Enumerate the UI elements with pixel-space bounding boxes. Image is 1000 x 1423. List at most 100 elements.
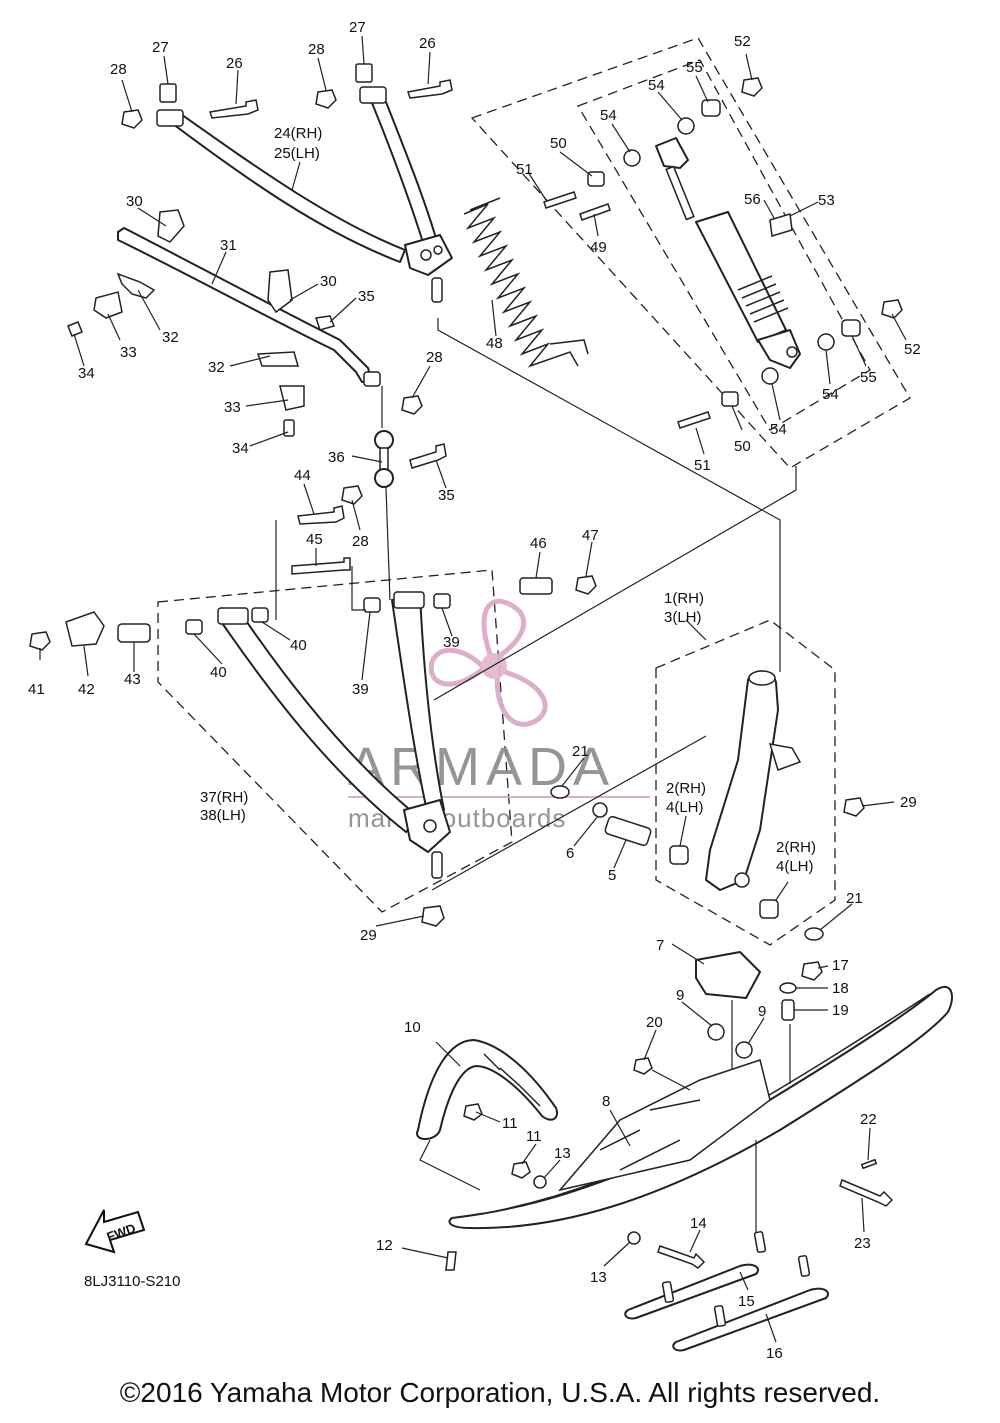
bolt-12 — [445, 1251, 457, 1271]
bolt-51-a — [543, 191, 577, 209]
holder-32-a — [116, 272, 156, 299]
callout-33: 33 — [224, 399, 241, 416]
callout-28: 28 — [110, 61, 127, 78]
callout-16: 16 — [766, 1345, 783, 1362]
callout-30: 30 — [320, 273, 337, 290]
spindle-body — [705, 670, 779, 891]
holder-32-b — [256, 351, 299, 367]
callout-13: 13 — [590, 1269, 607, 1286]
callout-15: 15 — [738, 1293, 755, 1310]
clip-30-b — [267, 269, 293, 314]
stopper-7 — [695, 951, 761, 999]
link-rod-upper-end — [374, 430, 394, 450]
washer-21-a — [550, 785, 570, 799]
callout-50: 50 — [734, 438, 751, 455]
upper-a-arm — [156, 86, 453, 303]
upper-arm-rear-bushing — [359, 86, 387, 104]
nut-20 — [633, 1057, 653, 1075]
nut-28-d — [341, 485, 363, 505]
callout-50: 50 — [550, 135, 567, 152]
callout-56: 56 — [744, 191, 761, 208]
shock-rod — [665, 165, 695, 221]
callout-31: 31 — [220, 237, 237, 254]
clip-30-a — [157, 209, 185, 243]
bracket-33-b — [279, 385, 305, 411]
copyright-notice: ©2016 Yamaha Motor Corporation, U.S.A. A… — [119, 1377, 881, 1408]
callout-55: 55 — [860, 369, 877, 386]
coil-spring — [463, 197, 589, 368]
bushing-54-c — [817, 333, 835, 351]
callout-27: 27 — [349, 19, 366, 36]
shock-adjuster-rings — [737, 275, 789, 323]
callout-33: 33 — [120, 344, 137, 361]
callout-34: 34 — [232, 440, 249, 457]
shock-upper-eye — [655, 137, 689, 169]
callout-35: 35 — [438, 487, 455, 504]
callout-11: 11 — [502, 1115, 518, 1132]
callout-49: 49 — [590, 239, 607, 256]
bolt-34-a — [67, 321, 83, 337]
bushing-39-b — [433, 593, 451, 609]
bushing-54-b — [677, 117, 695, 135]
ski-saddle — [557, 1059, 771, 1192]
shock-body — [695, 211, 787, 343]
callout-46: 46 — [530, 535, 547, 552]
callout-14: 14 — [690, 1215, 707, 1232]
callout-45: 45 — [306, 531, 323, 548]
upper-arm-hardware — [121, 63, 453, 129]
shock-absorber — [655, 137, 801, 369]
callout-39: 39 — [443, 634, 460, 651]
shock-group-outline — [470, 37, 911, 469]
bushing-2-a — [669, 845, 689, 865]
shock-absorber-group-frame — [470, 37, 911, 469]
bolt-14 — [657, 1245, 706, 1269]
bushing-54-a — [623, 149, 641, 167]
callout-47: 47 — [582, 527, 599, 544]
callout-55: 55 — [686, 59, 703, 76]
callout-10: 10 — [404, 1019, 421, 1036]
callout-51: 51 — [694, 457, 711, 474]
callout-5: 5 — [608, 867, 616, 884]
callout-34: 34 — [78, 365, 95, 382]
pin-49 — [579, 203, 611, 221]
propeller-logo — [428, 598, 548, 727]
callout-41: 41 — [28, 681, 45, 698]
ski-handle — [416, 1039, 706, 1271]
callout-36: 36 — [328, 449, 345, 466]
callout-28: 28 — [352, 533, 369, 550]
stabilizer-bar-rod — [117, 227, 373, 383]
callout-12: 12 — [376, 1237, 393, 1254]
ski-runners — [624, 1231, 829, 1352]
callout-40: 40 — [290, 637, 307, 654]
callout-9: 9 — [676, 987, 684, 1004]
callout-19: 19 — [832, 1002, 849, 1019]
callout-labels: 28 27 26 28 27 26 24(RH) 25(LH) 30 31 30… — [28, 19, 921, 1362]
callout-39: 39 — [352, 681, 369, 698]
bracket-42 — [65, 611, 105, 647]
ski — [448, 951, 953, 1230]
bushing-2-b — [759, 899, 779, 919]
bushing-54-d — [761, 367, 779, 385]
callout-9: 9 — [758, 1003, 766, 1020]
handle-loop — [416, 1039, 558, 1140]
collar-46 — [519, 577, 553, 595]
nut-28-c — [401, 395, 423, 415]
bolt-51-b — [677, 411, 711, 429]
damper-9-b — [735, 1041, 753, 1059]
spindle-arm — [768, 743, 802, 771]
callout-40: 40 — [210, 664, 227, 681]
lower-arm-front-bushing — [217, 607, 249, 625]
washer-18 — [779, 982, 797, 994]
wear-bar-16 — [672, 1287, 829, 1352]
upper-ball-stud — [431, 277, 443, 303]
callout-13: 13 — [554, 1145, 571, 1162]
callout-52: 52 — [734, 33, 751, 50]
nut-52-b — [881, 299, 903, 319]
bolt-23 — [839, 1178, 894, 1207]
bolt-44 — [297, 505, 345, 525]
callout-52: 52 — [904, 341, 921, 358]
callout-23: 23 — [854, 1235, 871, 1252]
spindle — [550, 670, 865, 941]
callout-26: 26 — [226, 55, 243, 72]
